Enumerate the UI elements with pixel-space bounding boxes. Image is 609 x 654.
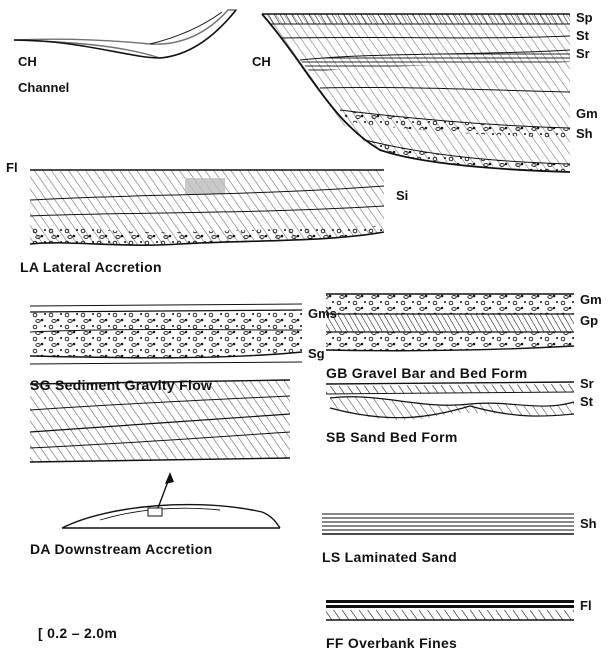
la-caption: LA Lateral Accretion [20,259,162,275]
sb-label-st: St [580,394,594,409]
sb-label-sr: Sr [580,376,594,391]
laminated-sand-sketch: Sh LS Laminated Sand [322,514,597,565]
gb-label-gm: Gm [580,292,602,307]
legend-sh: Sh [576,126,593,141]
legend-sr: Sr [576,46,590,61]
ff-caption: FF Overbank Fines [326,635,457,651]
sg-label-sg: Sg [308,346,325,361]
overbank-fines-sketch: Fl FF Overbank Fines [326,598,592,651]
channel-large-code: CH [252,54,271,69]
channel-small-code: CH [18,54,37,69]
gb-label-gp: Gp [580,313,598,328]
legend-gm: Gm [576,106,598,121]
ff-label: Fl [580,598,592,613]
sb-caption: SB Sand Bed Form [326,429,458,445]
da-caption: DA Downstream Accretion [30,541,212,557]
ls-caption: LS Laminated Sand [322,549,457,565]
la-side-label: Si [396,188,408,203]
channel-large-sketch: CH Sp St Sr Gm Sh [252,10,598,172]
legend-sp: Sp [576,10,593,25]
gb-caption: GB Gravel Bar and Bed Form [326,365,528,381]
downstream-accretion-sketch: DA Downstream Accretion [30,380,290,557]
lateral-accretion-sketch: Fl Si LA Lateral Accretion [6,160,408,275]
sand-bed-form-sketch: Sr St SB Sand Bed Form [326,376,594,445]
ls-label: Sh [580,516,597,531]
gravel-bar-sketch: Gm Gp GB Gravel Bar and Bed Form [326,292,602,381]
legend-st: St [576,28,590,43]
channel-small-sketch: CH Channel [14,10,236,95]
la-top-label: Fl [6,160,18,175]
sediment-gravity-flow-sketch: Gms Sg SG Sediment Gravity Flow [30,304,337,393]
scale-bar-text: [ 0.2 – 2.0m [38,625,117,641]
channel-small-label: Channel [18,80,69,95]
